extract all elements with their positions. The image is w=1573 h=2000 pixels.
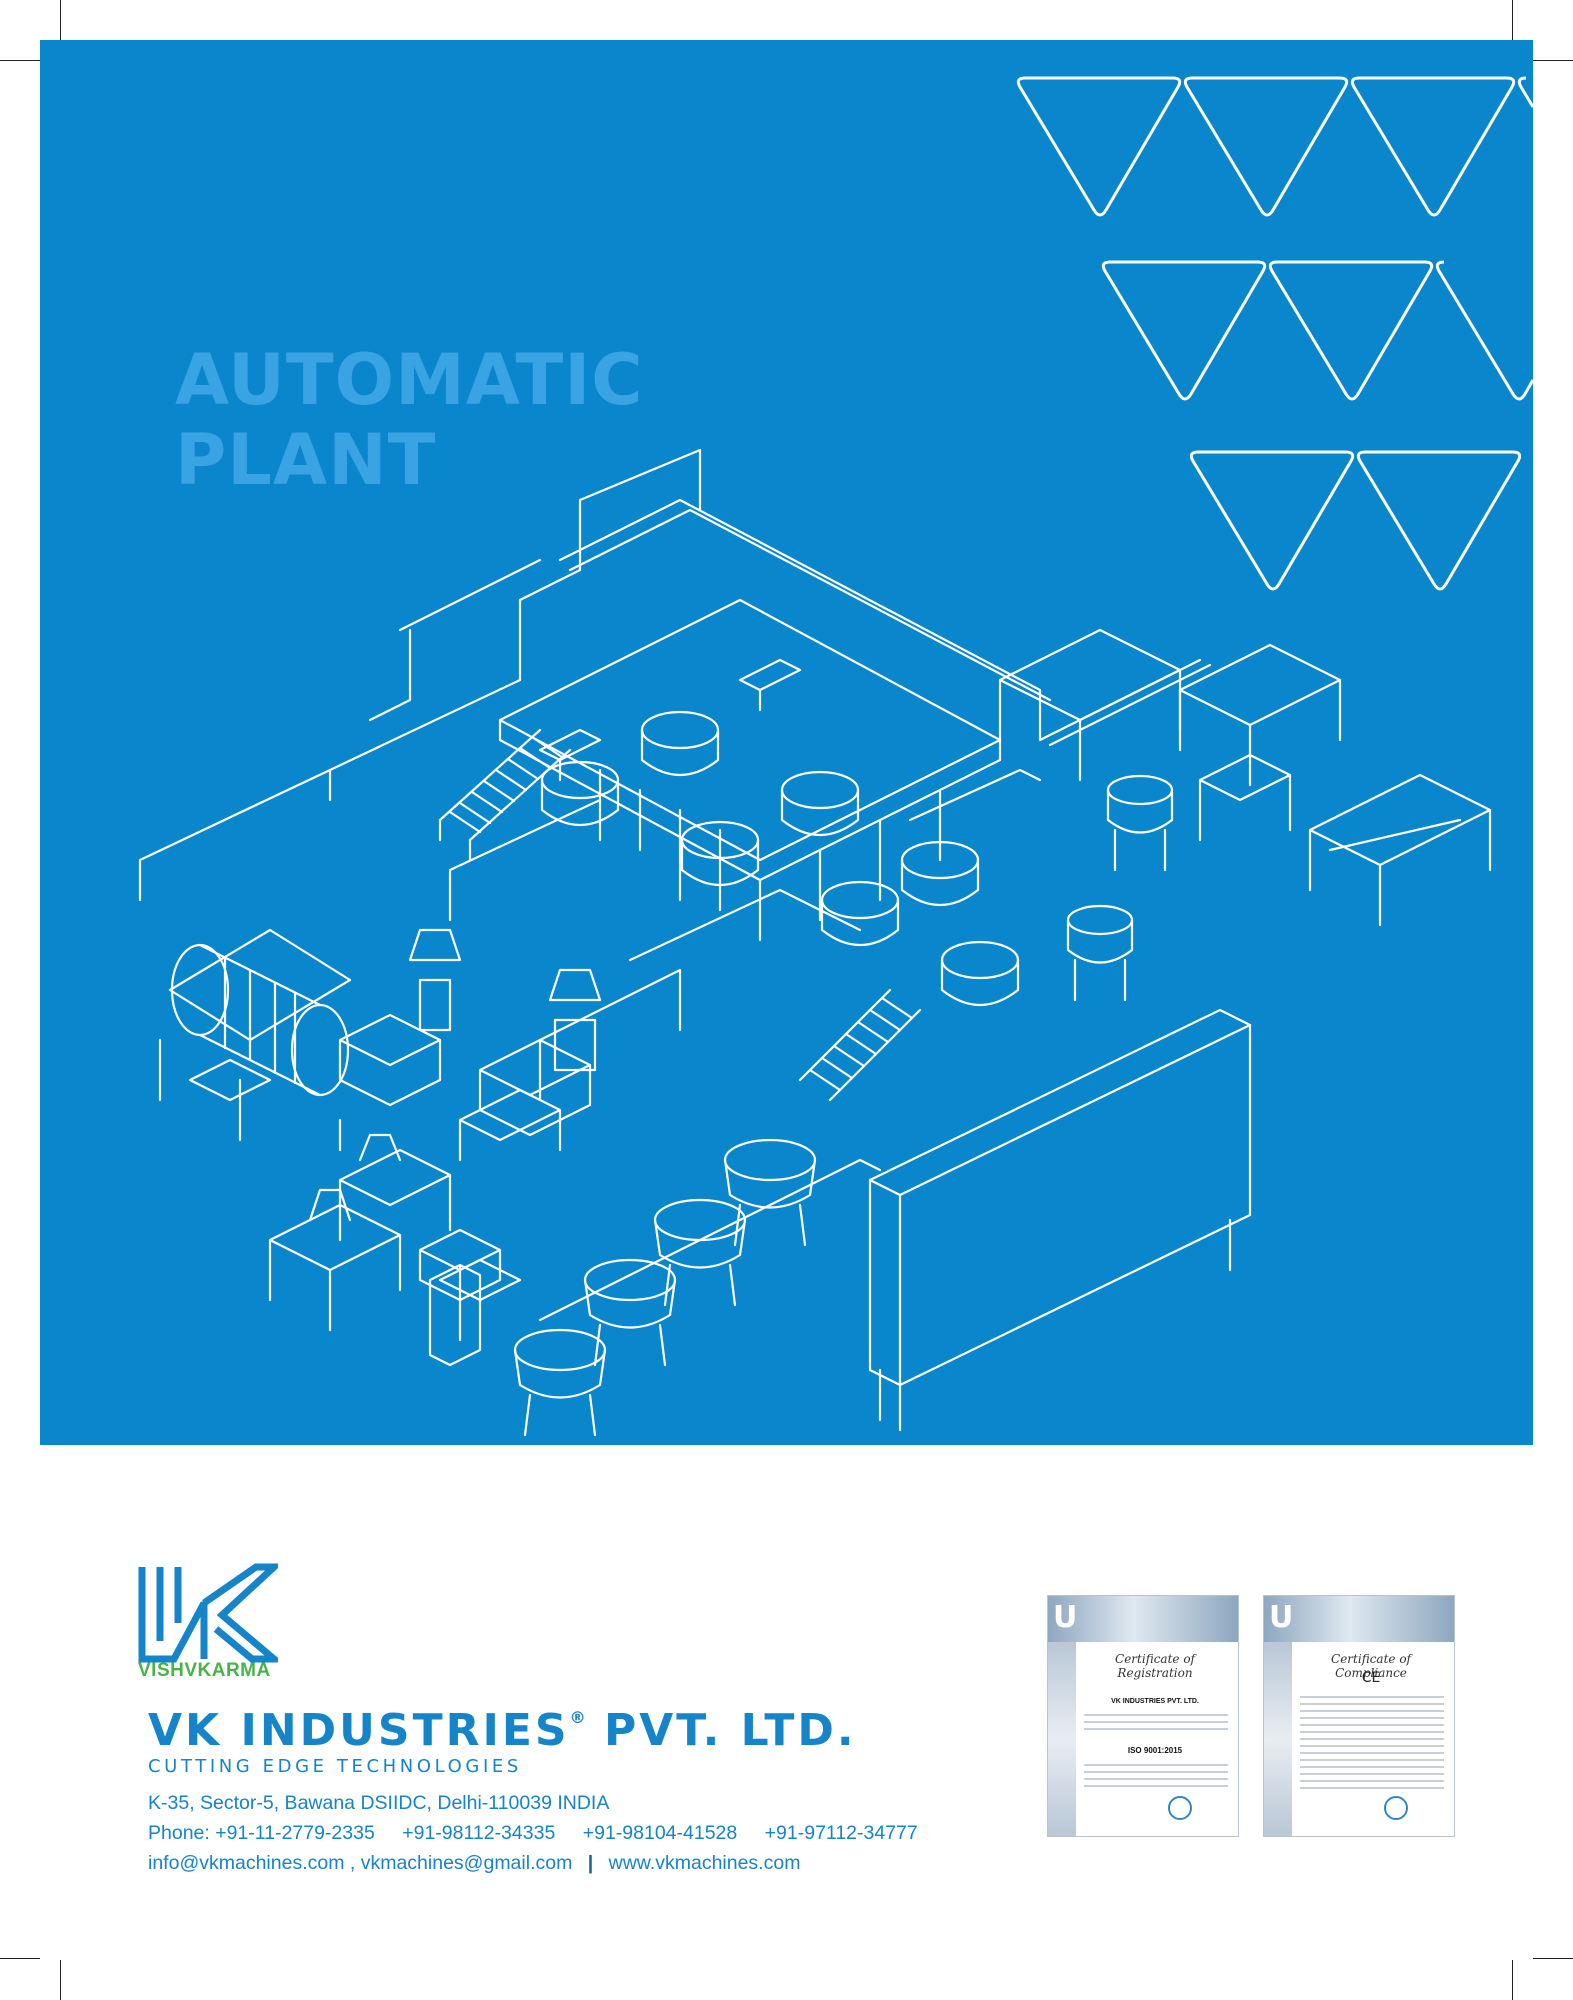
separator: | [587,1852,594,1874]
certifier-logo-icon: U [1269,1600,1294,1635]
contact-block: K-35, Sector-5, Bawana DSIIDC, Delhi-110… [148,1788,918,1878]
page-title-line-1: AUTOMATIC [175,339,644,421]
email-link[interactable]: info@vkmachines.com , [148,1852,356,1874]
certificate-fine-print [1084,1764,1228,1792]
address: K-35, Sector-5, Bawana DSIIDC, Delhi-110… [148,1792,610,1814]
company-tagline: CUTTING EDGE TECHNOLOGIES [148,1756,522,1777]
certificate-seal-icon [1384,1796,1408,1820]
certificate-title: Certificate of Registration [1115,1652,1195,1680]
page-title-line-2: PLANT [175,419,437,501]
web-line: info@vkmachines.com , vkmachines@gmail.c… [148,1848,918,1878]
phone-label: Phone: [148,1822,210,1844]
email-link[interactable]: vkmachines@gmail.com [360,1852,573,1874]
certificate-title: Certificate of Compliance [1331,1652,1411,1680]
trim-mark [1512,1960,1513,2000]
company-name-suffix: PVT. LTD. [603,1705,857,1756]
certificate-registration: U Certificate of Registration VK INDUSTR… [1047,1595,1239,1837]
certificate-holder: VK INDUSTRIES PVT. LTD. [1111,1698,1199,1705]
website-link[interactable]: www.vkmachines.com [608,1852,801,1874]
trim-mark [1533,60,1573,61]
phone-line: Phone: +91-11-2779-2335 +91-98112-34335 … [148,1818,918,1848]
certificate-fine-print [1084,1714,1228,1735]
triangle-pattern [1016,76,1533,591]
company-name-main: VK INDUSTRIES [148,1705,570,1756]
vk-monogram-icon [138,1563,278,1663]
page-title: AUTOMATIC PLANT [175,340,644,500]
certificate-side-stripe [1048,1642,1076,1836]
certificate-side-stripe [1264,1642,1292,1836]
certificate-fine-print [1300,1696,1444,1794]
registered-mark: ® [569,1708,586,1727]
ce-mark: CE [1361,1670,1381,1686]
phone-number[interactable]: +91-98112-34335 [402,1822,556,1844]
hero-panel: AUTOMATIC PLANT [40,40,1533,1445]
company-name: VK INDUSTRIES® PVT. LTD. [148,1705,857,1756]
certifier-logo-icon: U [1053,1600,1078,1635]
phone-number[interactable]: +91-98104-41528 [582,1822,738,1844]
phone-number[interactable]: +91-11-2779-2335 [215,1822,375,1844]
certificate-header-band [1048,1596,1238,1642]
trim-mark [0,1958,40,1959]
certificate-standard: ISO 9001:2015 [1127,1746,1183,1755]
phone-number[interactable]: +91-97112-34777 [764,1822,918,1844]
certificate-compliance: U Certificate of Compliance CE [1263,1595,1455,1837]
logo-text: VISHVKARMA [138,1660,271,1681]
trim-mark [0,60,40,61]
trim-mark [60,1960,61,2000]
trim-mark [1512,0,1513,40]
trim-mark [60,0,61,40]
certificate-header-band [1264,1596,1454,1642]
certificate-seal-icon [1168,1796,1192,1820]
trim-mark [1533,1958,1573,1959]
plant-illustration [138,448,1492,1437]
